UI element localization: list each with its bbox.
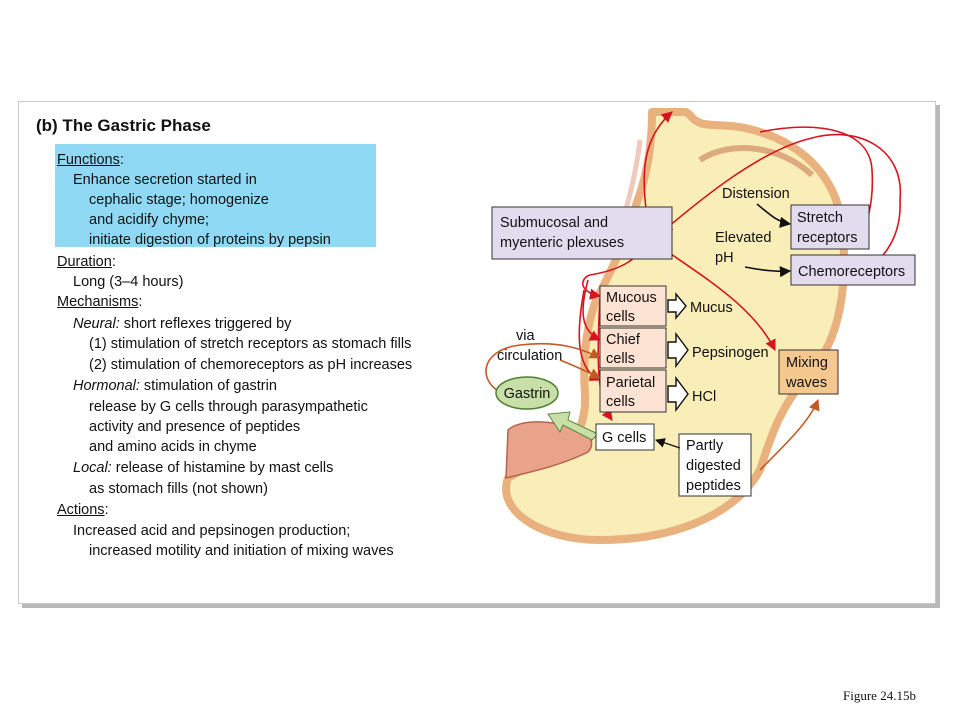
local-label: Local:	[73, 460, 112, 476]
duration-heading-line: Duration:	[57, 254, 116, 270]
neural-text: short reflexes triggered by	[123, 316, 292, 332]
duration-heading: Duration	[57, 254, 112, 270]
functions-line-4: initiate digestion of proteins by pepsin	[89, 232, 331, 248]
functions-highlight	[55, 144, 376, 247]
plexuses-line-2: myenteric plexuses	[500, 235, 624, 251]
elevated-ph-arrow	[744, 266, 792, 278]
stimulus-arrows	[744, 203, 792, 278]
peptides-line-1: Partly	[686, 438, 724, 454]
functions-heading-line: Functions:	[57, 152, 124, 168]
mucus-arrow	[667, 292, 687, 320]
stretch-receptors-box: Stretch receptors	[790, 204, 870, 250]
hormonal-line: Hormonal: stimulation of gastrin	[73, 376, 277, 396]
pathway-stretch-to-plexus	[661, 133, 902, 233]
plexuses-box: Submucosal and myenteric plexuses	[491, 206, 673, 260]
stomach-illustration	[502, 108, 849, 544]
gastric-cells-stack: Mucous cells Chief cells Parietal cells	[599, 285, 667, 413]
chief-cells-line-1: Chief	[606, 332, 641, 348]
hormonal-line-3: and amino acids in chyme	[89, 439, 257, 455]
plexuses-line-1: Submucosal and	[500, 215, 608, 231]
mixing-line-1: Mixing	[786, 355, 828, 371]
hormonal-line-1: release by G cells through parasympathet…	[89, 399, 368, 415]
neural-label: Neural:	[73, 316, 120, 332]
gastrin-label: Gastrin	[504, 386, 551, 402]
hormonal-text: stimulation of gastrin	[143, 378, 277, 394]
hcl-label: HCl	[692, 389, 716, 405]
elevated-ph-line-2: pH	[715, 250, 734, 266]
gastrin-to-mixing	[759, 398, 820, 471]
peptides-line-3: peptides	[686, 478, 741, 494]
functions-line-2: cephalic stage; homogenize	[89, 192, 269, 208]
g-cells-label: G cells	[602, 430, 646, 446]
stretch-line-2: receptors	[797, 230, 857, 246]
local-text: release of histamine by mast cells	[115, 460, 334, 476]
chemoreceptors-label: Chemoreceptors	[798, 264, 905, 280]
pathway-to-chief	[582, 279, 602, 341]
neural-line-1: (1) stimulation of stretch receptors as …	[89, 336, 412, 352]
mucous-cells-line-1: Mucous	[606, 290, 657, 306]
peptides-line-2: digested	[686, 458, 741, 474]
functions-line-3: and acidify chyme;	[89, 212, 210, 228]
parietal-cells-line-1: Parietal	[606, 375, 655, 391]
mechanisms-heading-line: Mechanisms:	[57, 294, 143, 310]
chief-cells-line-2: cells	[606, 351, 635, 367]
peptides-box: Partly digested peptides	[678, 433, 752, 497]
circulation-label: circulation	[497, 348, 562, 364]
duration-line-1: Long (3–4 hours)	[73, 274, 184, 290]
parietal-cells-line-2: cells	[606, 394, 635, 410]
gastrin-to-parietal	[559, 359, 602, 379]
figure-label: Figure 24.15b	[843, 688, 916, 703]
panel-title: (b) The Gastric Phase	[36, 116, 211, 135]
mucus-label: Mucus	[690, 300, 733, 316]
g-cells-to-gastrin-arrow	[547, 411, 599, 441]
actions-line-2: increased motility and initiation of mix…	[89, 543, 394, 559]
mechanisms-heading: Mechanisms	[57, 294, 139, 310]
parietal-cells-box	[599, 369, 667, 413]
stretch-line-1: Stretch	[797, 210, 843, 226]
pepsinogen-label: Pepsinogen	[692, 345, 769, 361]
g-cells-box: G cells	[595, 423, 655, 451]
actions-heading: Actions	[57, 502, 105, 518]
actions-line-1: Increased acid and pepsinogen production…	[73, 523, 351, 539]
pathway-stretch-top	[759, 126, 874, 219]
mucous-cells-line-2: cells	[606, 309, 635, 325]
distension-arrow	[756, 203, 792, 228]
local-line: Local: release of histamine by mast cell…	[73, 458, 333, 478]
via-label: via	[516, 328, 535, 344]
pepsinogen-arrow	[667, 331, 689, 369]
neural-line: Neural: short reflexes triggered by	[73, 314, 291, 334]
hcl-arrow	[667, 375, 689, 413]
distension-label: Distension	[722, 186, 790, 202]
mixing-line-2: waves	[785, 375, 827, 391]
mucous-cells-box	[599, 285, 667, 327]
mixing-waves-box: Mixing waves	[778, 349, 839, 395]
chemoreceptors-box: Chemoreceptors	[790, 254, 916, 286]
actions-heading-line: Actions:	[57, 502, 109, 518]
neural-line-2: (2) stimulation of chemoreceptors as pH …	[89, 357, 413, 373]
chief-cells-box	[599, 327, 667, 369]
hormonal-pathway	[485, 342, 820, 471]
functions-line-1: Enhance secretion started in	[73, 172, 257, 188]
secretion-arrows	[667, 292, 689, 413]
functions-heading: Functions	[57, 152, 120, 168]
peptides-to-g-cells-arrow	[655, 438, 681, 449]
elevated-ph-line-1: Elevated	[715, 230, 771, 246]
hormonal-label: Hormonal:	[73, 378, 140, 394]
gastrin-oval: Gastrin	[495, 376, 559, 410]
local-line-1: as stomach fills (not shown)	[89, 481, 268, 497]
hormonal-line-2: activity and presence of peptides	[89, 419, 301, 435]
gastrin-to-chief	[485, 342, 601, 393]
